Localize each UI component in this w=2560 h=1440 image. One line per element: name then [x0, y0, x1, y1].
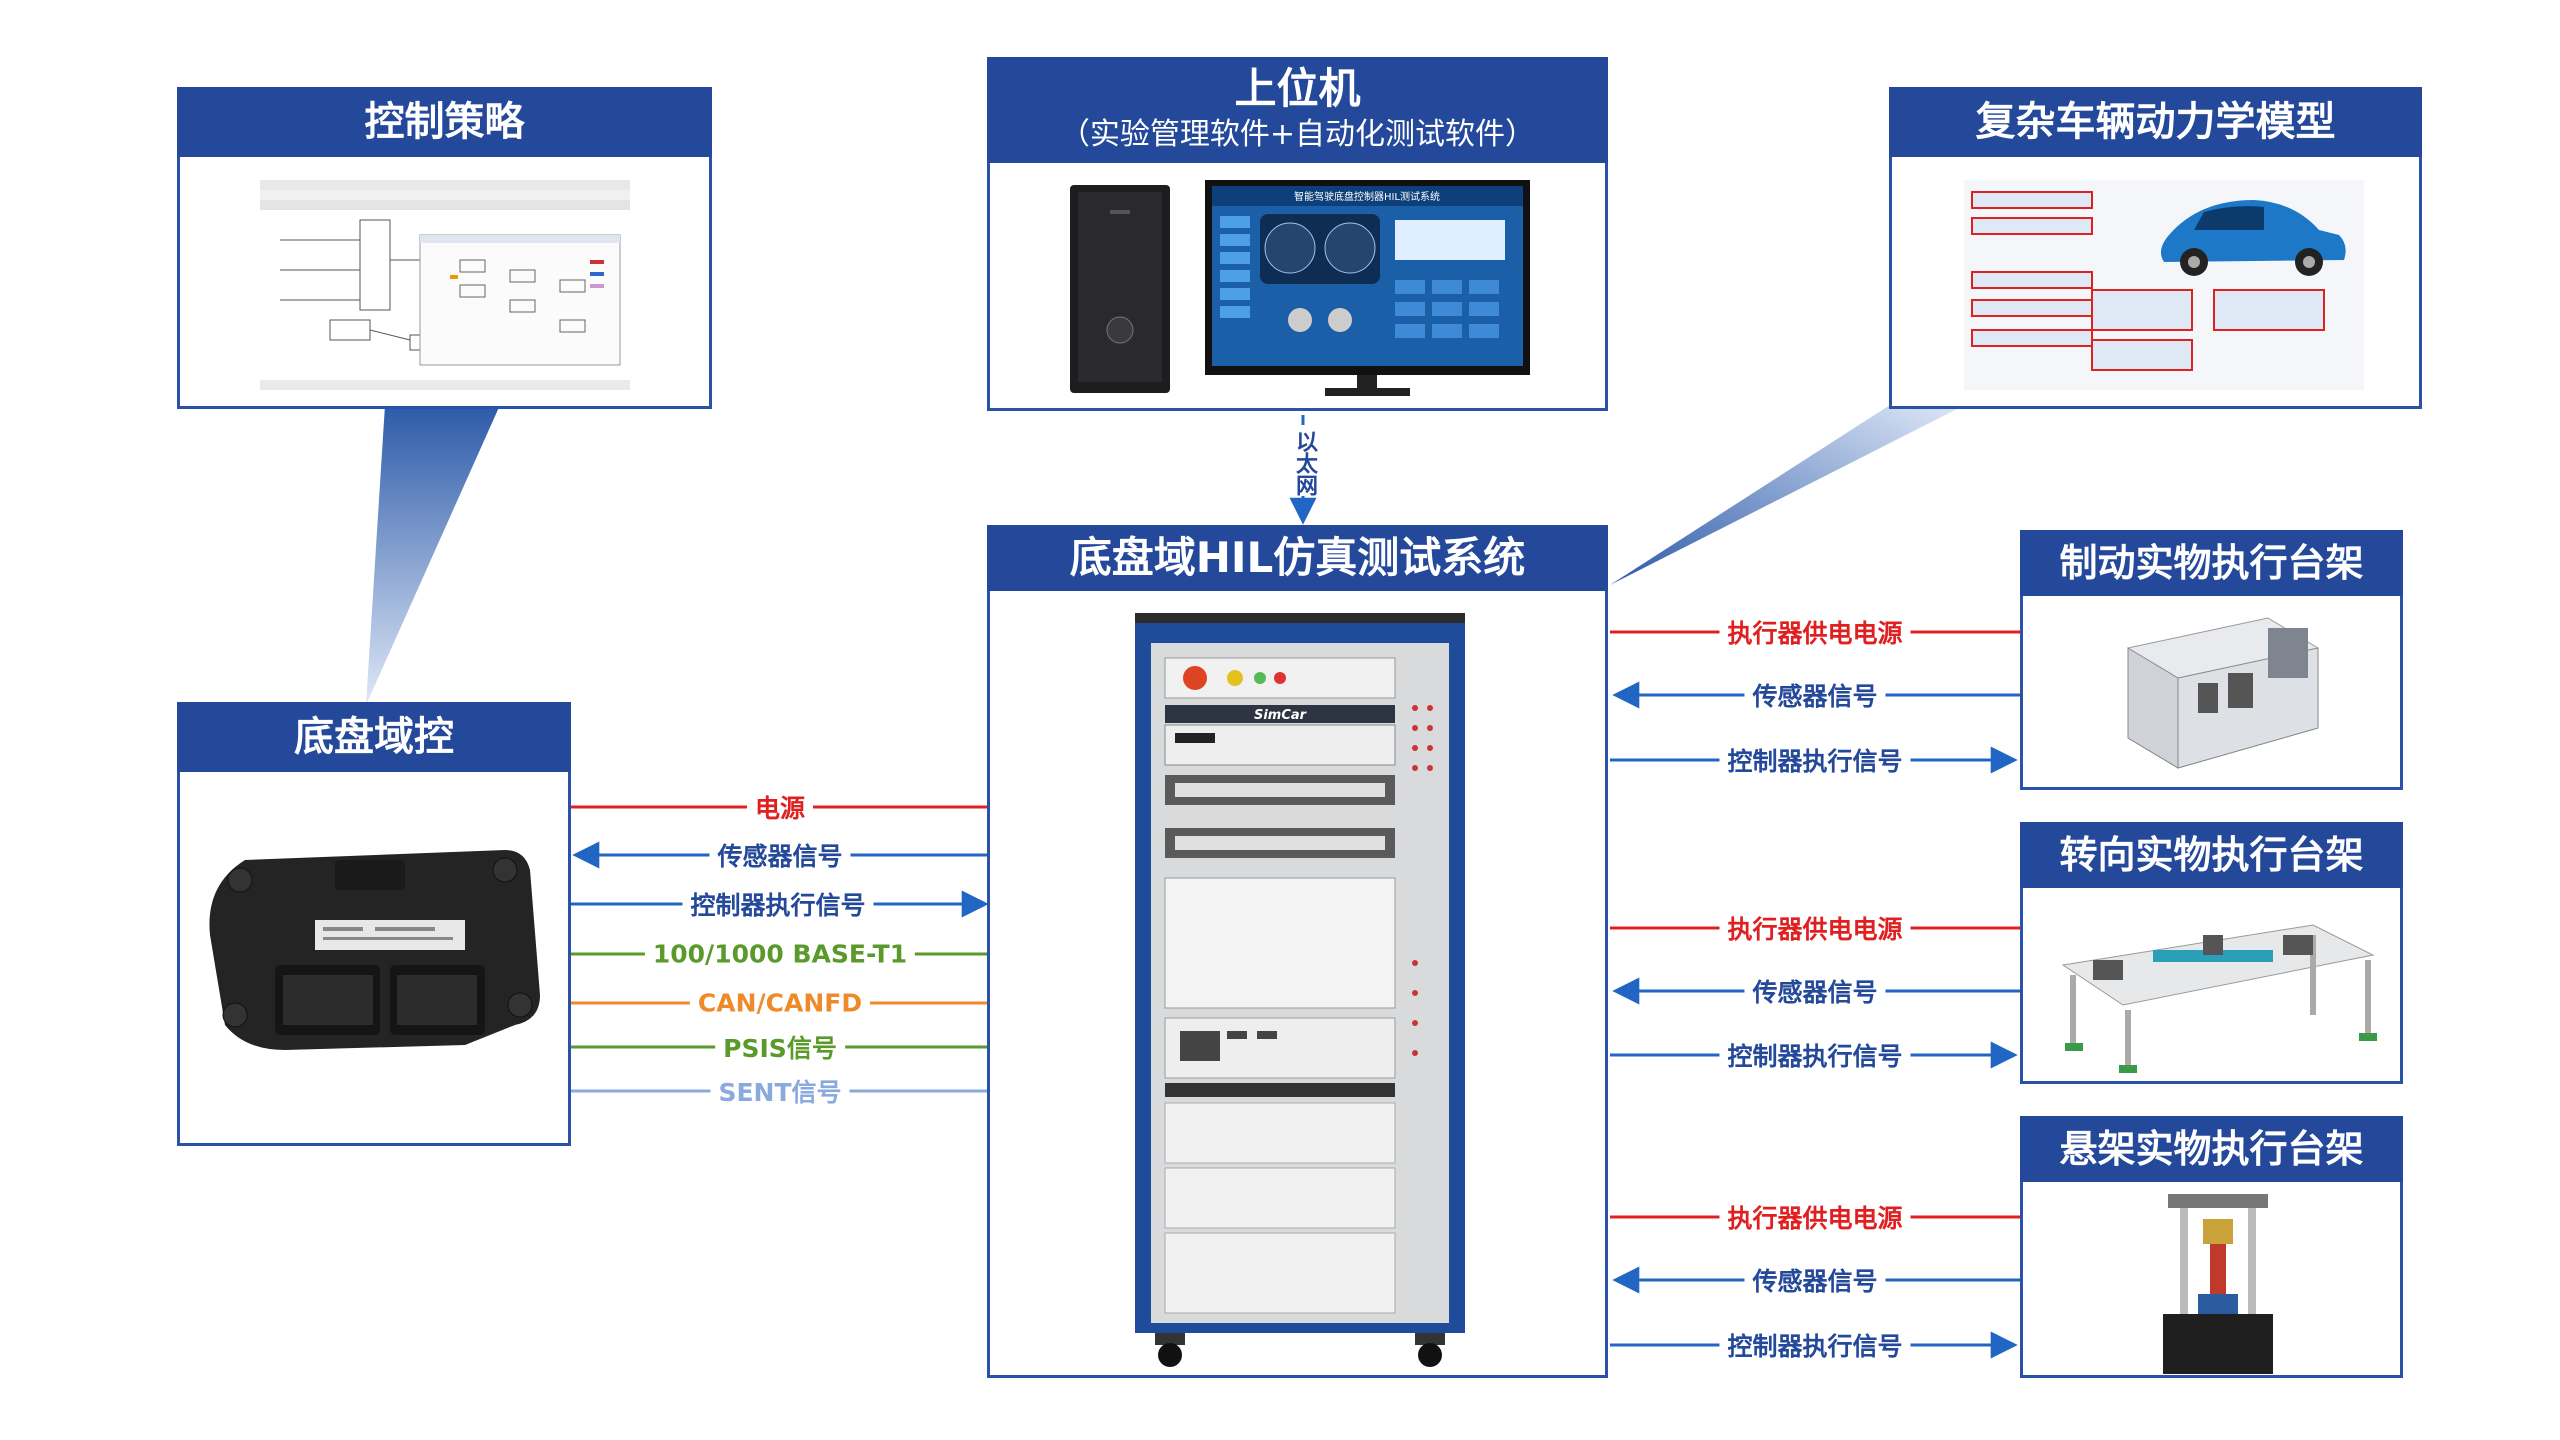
steer-title: 转向实物执行台架: [2059, 833, 2364, 877]
car-icon: [2160, 200, 2346, 276]
strategy-title: 控制策略: [364, 99, 525, 145]
host-subtitle: （实验管理软件+自动化测试软件）: [1059, 117, 1536, 152]
brake-power-label: 执行器供电电源: [1719, 614, 1911, 650]
susp-box: 悬架实物执行台架: [2020, 1116, 2403, 1378]
monitor-title: 智能驾驶底盘控制器HIL测试系统: [1294, 190, 1440, 203]
strategy-callout: [366, 405, 500, 705]
model-title: 复杂车辆动力学模型: [1975, 99, 2336, 145]
controller-header: 底盘域控: [177, 702, 571, 772]
steer-actuator-label: 控制器执行信号: [1719, 1037, 1911, 1073]
model-box: 复杂车辆动力学模型: [1889, 87, 2422, 409]
brake-header: 制动实物执行台架: [2020, 530, 2403, 596]
susp-sensor-label: 传感器信号: [1744, 1262, 1886, 1298]
steer-rig-illustration: [2061, 924, 2377, 1073]
susp-power-label: 执行器供电电源: [1719, 1199, 1911, 1235]
controller-sensor-label: 传感器信号: [709, 837, 851, 873]
brake-box: 制动实物执行台架: [2020, 530, 2403, 790]
hil-box: 底盘域HIL仿真测试系统 SimCar: [987, 525, 1608, 1378]
brake-rig-illustration: [2127, 617, 2319, 769]
brake-title: 制动实物执行台架: [2059, 541, 2364, 585]
controller-ethernet-label: 100/1000 BASE-T1: [644, 939, 916, 969]
hil-rack-illustration: SimCar: [1135, 613, 1465, 1367]
strategy-box: 控制策略: [177, 87, 712, 409]
model-callout: [1610, 405, 1965, 585]
susp-header: 悬架实物执行台架: [2020, 1116, 2403, 1182]
controller-sent-label: SENT信号: [710, 1073, 850, 1109]
susp-title: 悬架实物执行台架: [2059, 1127, 2364, 1171]
rack-brand: SimCar: [1254, 708, 1308, 723]
host-pc-illustration: 智能驾驶底盘控制器HIL测试系统: [1070, 180, 1530, 396]
strategy-header: 控制策略: [177, 87, 712, 157]
host-header: 上位机 （实验管理软件+自动化测试软件）: [987, 57, 1608, 163]
steer-box: 转向实物执行台架: [2020, 822, 2403, 1084]
ethernet-label: 以太网: [1290, 430, 1317, 496]
model-header: 复杂车辆动力学模型: [1889, 87, 2422, 157]
ecu-illustration: [209, 850, 540, 1050]
brake-sensor-label: 传感器信号: [1744, 677, 1886, 713]
vehicle-model-screenshot: [1964, 180, 2364, 390]
controller-psis-label: PSIS信号: [715, 1029, 845, 1065]
susp-rig-illustration: [2163, 1194, 2273, 1374]
steer-power-label: 执行器供电电源: [1719, 910, 1911, 946]
controller-box: 底盘域控: [177, 702, 571, 1146]
steer-header: 转向实物执行台架: [2020, 822, 2403, 888]
controller-power-label: 电源: [746, 789, 814, 825]
brake-actuator-label: 控制器执行信号: [1719, 742, 1911, 778]
host-title: 上位机: [1234, 64, 1361, 113]
hil-header: 底盘域HIL仿真测试系统: [987, 525, 1608, 591]
controller-can-label: CAN/CANFD: [689, 988, 871, 1018]
steer-sensor-label: 传感器信号: [1744, 973, 1886, 1009]
simulink-screenshot: [260, 180, 630, 390]
susp-actuator-label: 控制器执行信号: [1719, 1327, 1911, 1363]
controller-actuator-label: 控制器执行信号: [682, 886, 874, 922]
controller-title: 底盘域控: [294, 714, 454, 760]
host-box: 上位机 （实验管理软件+自动化测试软件） 智能驾驶底盘控制器HIL测试系统: [987, 57, 1608, 411]
hil-title: 底盘域HIL仿真测试系统: [1069, 533, 1526, 582]
